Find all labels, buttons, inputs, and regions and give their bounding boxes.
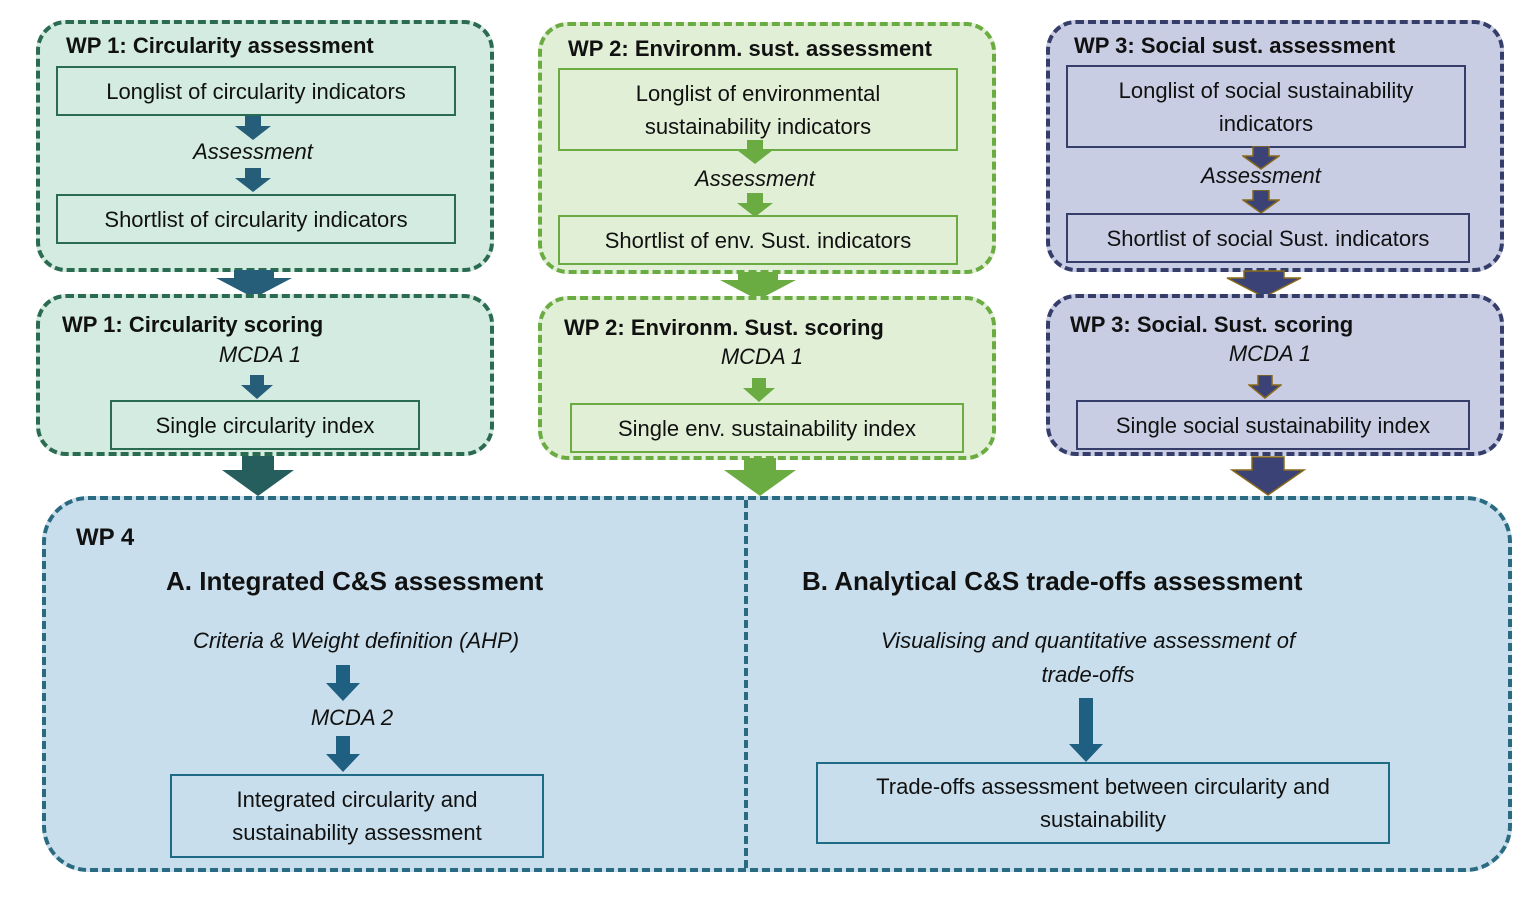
wp3-longlist-box: Longlist of social sustainability indica… — [1066, 65, 1466, 148]
wp4-section-a-result-line1: Integrated circularity and — [236, 787, 478, 812]
wp3-scoring-group — [1046, 294, 1504, 456]
wp1-shortlist-box: Shortlist of circularity indicators — [56, 194, 456, 244]
wp3-scoring-method: MCDA 1 — [1228, 341, 1312, 366]
wp3-connector-arrow-icon — [1226, 270, 1302, 298]
wp3-shortlist-box: Shortlist of social Sust. indicators — [1066, 213, 1470, 263]
wp3-scoring-title: WP 3: Social. Sust. scoring — [1070, 312, 1354, 337]
wp1-index-label: Single circularity index — [155, 412, 375, 438]
wp2-longlist-line2: sustainability indicators — [644, 113, 872, 139]
wp4-section-a-step2: MCDA 2 — [310, 705, 394, 730]
wp4-a-arrow-down-icon — [326, 736, 360, 772]
wp3-index-box: Single social sustainability index — [1076, 400, 1470, 450]
wp1-arrow-down-icon — [241, 375, 273, 399]
wp2-connector-arrow-icon — [720, 272, 796, 300]
wp2-scoring-group — [538, 296, 996, 460]
wp2-scoring-title: WP 2: Environm. Sust. scoring — [564, 315, 884, 340]
wp3-index-label: Single social sustainability index — [1115, 412, 1431, 438]
wp4-section-a-step1: Criteria & Weight definition (AHP) — [192, 628, 520, 653]
wp1-index-box: Single circularity index — [110, 400, 420, 450]
wp4-section-b-result-box: Trade-offs assessment between circularit… — [816, 762, 1390, 844]
wp2-shortlist-label: Shortlist of env. Sust. indicators — [604, 227, 912, 253]
wp4-title: WP 4 — [76, 524, 135, 551]
wp1-arrow-down-icon — [235, 168, 271, 192]
wp4-a-arrow-down-icon — [326, 665, 360, 701]
wp1-scoring-group — [36, 294, 494, 456]
wp1-connector-arrow-icon — [216, 270, 292, 298]
wp3-assessment-step: Assessment — [1201, 163, 1321, 188]
wp4-section-b-result-line1: Trade-offs assessment between circularit… — [876, 774, 1330, 799]
wp2-arrow-down-icon — [743, 378, 775, 402]
wp3-arrow-down-icon — [1248, 375, 1282, 399]
wp4-group — [42, 496, 1512, 872]
wp3-longlist-line2: indicators — [1218, 110, 1314, 136]
wp1-longlist-label: Longlist of circularity indicators — [106, 78, 406, 104]
wp2-shortlist-box: Shortlist of env. Sust. indicators — [558, 215, 958, 265]
wp4-section-b-step1-line2: trade-offs — [1041, 662, 1135, 687]
wp1-scoring-title: WP 1: Circularity scoring — [62, 312, 324, 337]
wp3-longlist-line1: Longlist of social sustainability — [1118, 77, 1414, 103]
wp2-assessment-title: WP 2: Environm. sust. assessment — [568, 36, 932, 61]
wp2-arrow-down-icon — [737, 140, 773, 164]
wp3-shortlist-label: Shortlist of social Sust. indicators — [1106, 225, 1430, 251]
wp3-assessment-title: WP 3: Social sust. assessment — [1074, 33, 1396, 58]
wp3-arrow-down-icon — [1242, 146, 1280, 170]
wp4-section-a-heading: A. Integrated C&S assessment — [166, 566, 544, 596]
wp1-to-wp4-arrow-icon — [222, 456, 294, 496]
wp4-b-arrow-down-icon — [1069, 698, 1103, 762]
wp1-assessment-step: Assessment — [193, 139, 313, 164]
wp1-shortlist-label: Shortlist of circularity indicators — [104, 206, 408, 232]
wp4-section-b-result-line2: sustainability — [1040, 807, 1166, 832]
wp2-scoring-method: MCDA 1 — [720, 344, 804, 369]
wp1-arrow-down-icon — [235, 116, 271, 140]
wp4-section-a-result-line2: sustainability assessment — [232, 820, 482, 845]
wp2-arrow-down-icon — [737, 193, 773, 217]
wp1-assessment-title: WP 1: Circularity assessment — [66, 33, 374, 58]
wp1-longlist-box: Longlist of circularity indicators — [56, 66, 456, 116]
wp1-assessment-group — [36, 20, 494, 272]
wp2-index-label: Single env. sustainability index — [618, 415, 916, 441]
wp2-index-box: Single env. sustainability index — [570, 403, 964, 453]
wp2-assessment-step: Assessment — [695, 166, 815, 191]
wp2-longlist-box: Longlist of environmental sustainability… — [558, 68, 958, 151]
wp1-scoring-method: MCDA 1 — [218, 342, 302, 367]
wp3-arrow-down-icon — [1242, 190, 1280, 214]
wp4-section-b-heading: B. Analytical C&S trade-offs assessment — [802, 566, 1303, 596]
wp4-section-b-step1-line1: Visualising and quantitative assessment … — [880, 628, 1296, 653]
wp4-section-a-result-box: Integrated circularity and sustainabilit… — [170, 774, 544, 858]
wp4-section-divider — [744, 500, 748, 868]
wp2-longlist-line1: Longlist of environmental — [635, 80, 881, 106]
wp2-to-wp4-arrow-icon — [724, 458, 796, 496]
wp3-to-wp4-arrow-icon — [1230, 456, 1306, 496]
